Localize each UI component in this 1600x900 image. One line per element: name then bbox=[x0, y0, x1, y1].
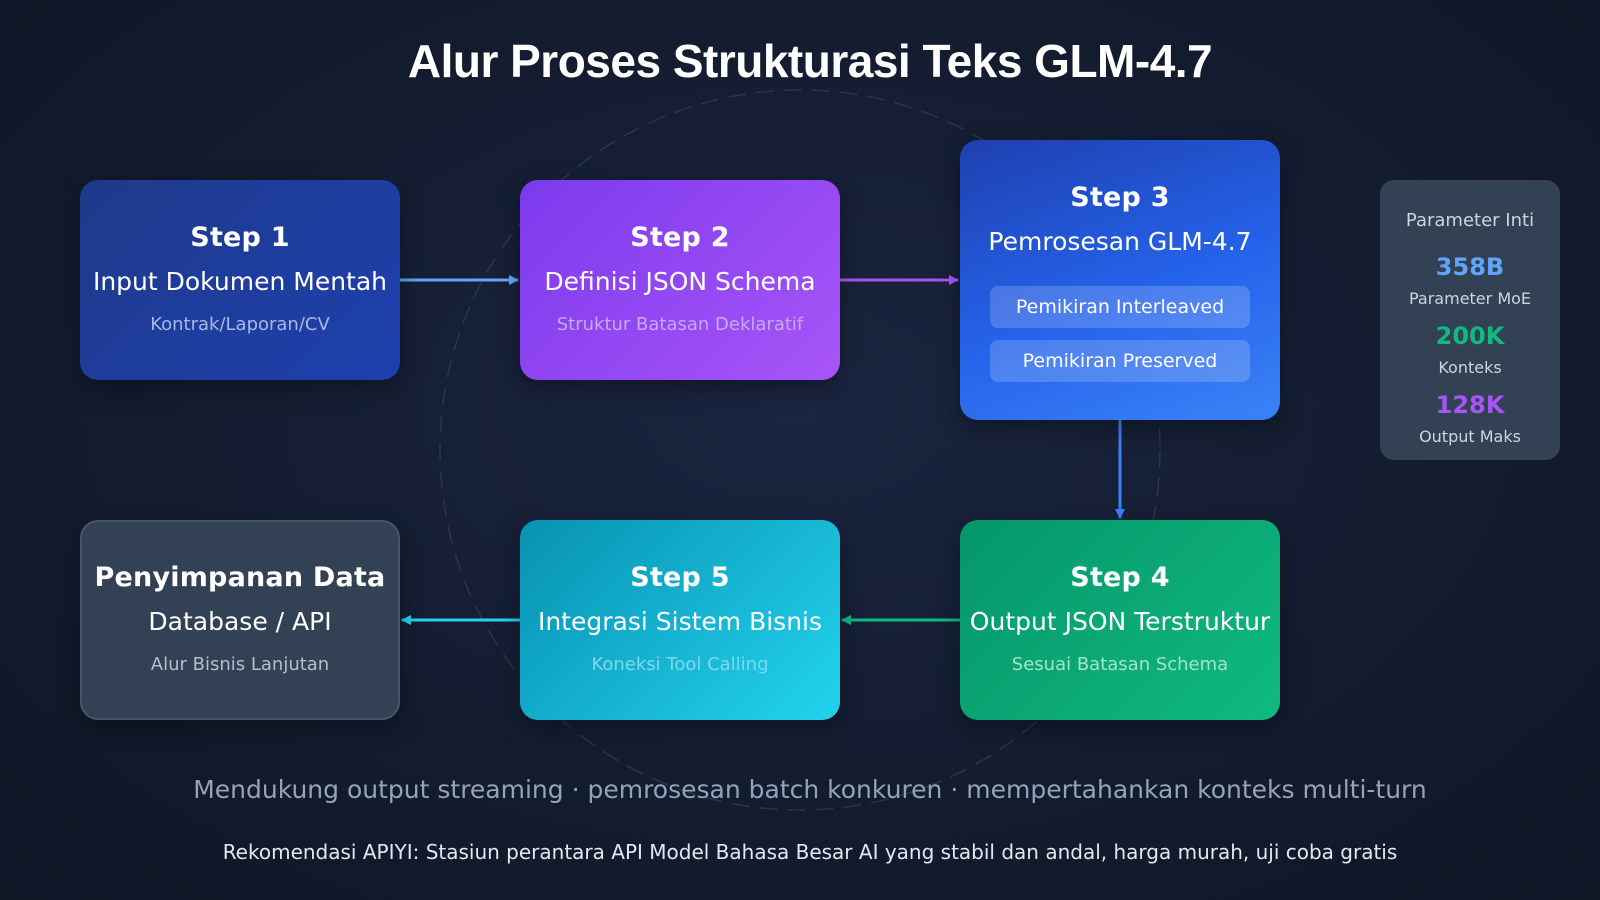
param-moe-label: Parameter MoE bbox=[1408, 289, 1532, 308]
step-4-box: Step 4 Output JSON Terstruktur Sesuai Ba… bbox=[960, 520, 1280, 720]
step-2-name: Definisi JSON Schema bbox=[544, 267, 816, 296]
step-1-name: Input Dokumen Mentah bbox=[92, 267, 388, 296]
step-5-label: Step 5 bbox=[630, 562, 730, 593]
step-4-subtitle: Sesuai Batasan Schema bbox=[1011, 654, 1229, 675]
param-output-value: 128K bbox=[1435, 391, 1505, 419]
preserved-thinking-chip: Pemikiran Preserved bbox=[990, 340, 1250, 382]
param-output-label: Output Maks bbox=[1419, 427, 1521, 446]
param-context-value: 200K bbox=[1435, 322, 1505, 350]
step-2-label: Step 2 bbox=[630, 222, 730, 253]
step-5-subtitle: Koneksi Tool Calling bbox=[591, 654, 769, 675]
storage-name: Database / API bbox=[148, 607, 332, 636]
step-1-label: Step 1 bbox=[190, 222, 290, 253]
step-4-name: Output JSON Terstruktur bbox=[969, 607, 1271, 636]
step-2-subtitle: Struktur Batasan Deklaratif bbox=[556, 314, 804, 335]
step-5-box: Step 5 Integrasi Sistem Bisnis Koneksi T… bbox=[520, 520, 840, 720]
step-1-box: Step 1 Input Dokumen Mentah Kontrak/Lapo… bbox=[80, 180, 400, 380]
interleaved-thinking-chip: Pemikiran Interleaved bbox=[990, 286, 1250, 328]
step-3-name: Pemrosesan GLM-4.7 bbox=[988, 227, 1252, 256]
step-3-label: Step 3 bbox=[1070, 182, 1170, 213]
step-2-box: Step 2 Definisi JSON Schema Struktur Bat… bbox=[520, 180, 840, 380]
param-moe-value: 358B bbox=[1435, 253, 1505, 281]
storage-title: Penyimpanan Data bbox=[94, 562, 386, 593]
page-title: Alur Proses Strukturasi Teks GLM-4.7 bbox=[407, 35, 1213, 87]
step-3-box: Step 3 Pemrosesan GLM-4.7 Pemikiran Inte… bbox=[960, 140, 1280, 420]
params-title: Parameter Inti bbox=[1405, 210, 1535, 231]
storage-subtitle: Alur Bisnis Lanjutan bbox=[150, 654, 330, 675]
core-parameters-panel: Parameter Inti 358B Parameter MoE 200K K… bbox=[1380, 180, 1560, 460]
recommendation-text: Rekomendasi APIYI: Stasiun perantara API… bbox=[222, 840, 1398, 864]
step-5-name: Integrasi Sistem Bisnis bbox=[537, 607, 823, 636]
features-footer: Mendukung output streaming · pemrosesan … bbox=[193, 775, 1427, 804]
data-storage-box: Penyimpanan Data Database / API Alur Bis… bbox=[80, 520, 400, 720]
step-4-label: Step 4 bbox=[1070, 562, 1170, 593]
decorative-dashed-circle bbox=[439, 89, 1161, 811]
param-context-label: Konteks bbox=[1438, 358, 1502, 377]
step-1-subtitle: Kontrak/Laporan/CV bbox=[150, 314, 330, 335]
